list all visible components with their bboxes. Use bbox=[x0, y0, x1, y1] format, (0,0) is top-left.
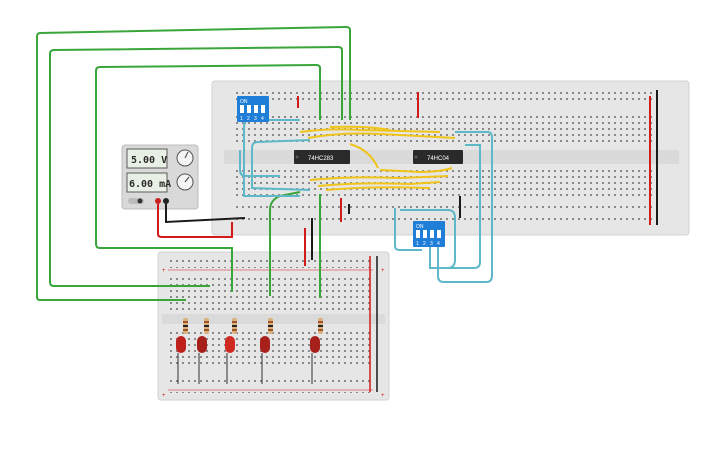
chip-label: 74HC283 bbox=[308, 156, 334, 162]
dip-on-label: ON bbox=[240, 99, 248, 105]
chip-74hc04[interactable]: 74HC04 bbox=[413, 150, 463, 164]
dip-pin-label: 3 bbox=[254, 116, 257, 122]
current-display: 6.00 mA bbox=[129, 179, 171, 190]
rail-plus-sign: + bbox=[162, 393, 166, 399]
rail-plus-sign: + bbox=[162, 268, 166, 274]
dip-toggle[interactable] bbox=[247, 105, 251, 113]
dip-pin-label: 4 bbox=[437, 241, 440, 247]
dip-toggle[interactable] bbox=[261, 105, 265, 113]
led[interactable] bbox=[260, 336, 270, 384]
dip-switch-bottom[interactable]: ON 1 2 3 4 bbox=[413, 221, 445, 247]
psu-power-switch[interactable] bbox=[137, 198, 143, 204]
led[interactable] bbox=[197, 336, 207, 384]
led[interactable] bbox=[225, 336, 235, 384]
power-wires[interactable] bbox=[157, 92, 461, 266]
resistor[interactable] bbox=[318, 318, 323, 334]
voltage-display: 5.00 V bbox=[131, 155, 167, 166]
chip-74hc283[interactable]: 74HC283 bbox=[294, 150, 350, 164]
yellow-wires[interactable] bbox=[299, 125, 456, 191]
dip-toggle[interactable] bbox=[437, 230, 441, 238]
psu-negative-terminal[interactable] bbox=[163, 198, 169, 204]
dip-toggle[interactable] bbox=[423, 230, 427, 238]
teal-wires[interactable] bbox=[239, 119, 493, 283]
dip-toggle[interactable] bbox=[416, 230, 420, 238]
rail-plus-sign: + bbox=[381, 268, 385, 274]
led[interactable] bbox=[310, 336, 320, 384]
dip-pin-label: 1 bbox=[240, 116, 243, 122]
rail-plus-sign: + bbox=[381, 393, 385, 399]
small-breadboard[interactable]: + + + + bbox=[157, 251, 390, 401]
dip-pin-label: 1 bbox=[416, 241, 419, 247]
dip-toggle[interactable] bbox=[430, 230, 434, 238]
dip-on-label: ON bbox=[416, 224, 424, 230]
resistor[interactable] bbox=[183, 318, 188, 334]
dip-switch-top[interactable]: ON 1 2 3 4 bbox=[237, 96, 269, 122]
led-array[interactable] bbox=[176, 318, 323, 384]
chip-label: 74HC04 bbox=[427, 156, 450, 162]
dip-toggle[interactable] bbox=[254, 105, 258, 113]
dip-pin-label: 2 bbox=[423, 241, 426, 247]
dip-pin-label: 4 bbox=[261, 116, 264, 122]
led[interactable] bbox=[176, 336, 186, 384]
resistor[interactable] bbox=[232, 318, 237, 334]
resistor[interactable] bbox=[204, 318, 209, 334]
power-supply[interactable]: 5.00 V 6.00 mA bbox=[121, 144, 199, 210]
resistor[interactable] bbox=[268, 318, 273, 334]
dip-pin-label: 3 bbox=[430, 241, 433, 247]
psu-positive-terminal[interactable] bbox=[155, 198, 161, 204]
dip-toggle[interactable] bbox=[240, 105, 244, 113]
dip-pin-label: 2 bbox=[247, 116, 250, 122]
